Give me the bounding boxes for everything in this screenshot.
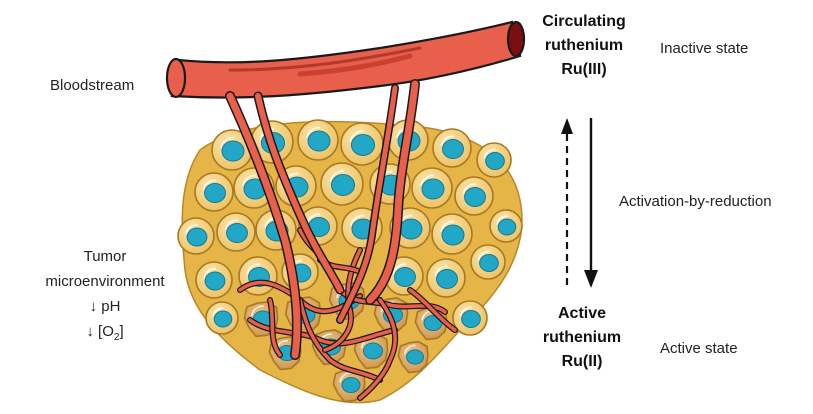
tumor-cell (453, 301, 487, 335)
tumor-cell (321, 163, 363, 205)
blood-vessel (167, 22, 524, 98)
tumor-line-2: microenvironment (30, 269, 180, 294)
active-line-1: Active (527, 302, 637, 326)
circulating-line-3: Ru(III) (519, 58, 649, 82)
tumor-microenvironment-label: Tumor microenvironment ↓ pH ↓ [O2] (30, 244, 180, 350)
tumor-cell (341, 123, 383, 165)
tumor-cell (412, 168, 452, 208)
tumor-cell (477, 143, 511, 177)
tumor-cell (433, 129, 471, 167)
tumor-cell (432, 214, 472, 254)
ph-line: ↓ pH (30, 294, 180, 319)
tumor-cell (178, 218, 214, 254)
tumor-cell (490, 210, 522, 242)
active-ruthenium-label: Active ruthenium Ru(II) (527, 302, 637, 374)
active-state-label: Active state (660, 341, 738, 356)
active-line-2: ruthenium (527, 326, 637, 350)
tumor-cell (455, 177, 493, 215)
tumor-cell (196, 262, 232, 298)
ph-text: pH (101, 298, 120, 315)
circulating-line-1: Circulating (519, 10, 649, 34)
dashed-arrow-head-up (561, 118, 573, 134)
tumor-cell (206, 302, 238, 334)
circulating-ruthenium-label: Circulating ruthenium Ru(III) (519, 10, 649, 82)
solid-arrow-head-down (584, 270, 598, 288)
oxygen-line: ↓ [O2] (30, 319, 180, 350)
tumor-cell (298, 120, 338, 160)
bloodstream-label: Bloodstream (50, 78, 134, 93)
inactive-state-label: Inactive state (660, 41, 748, 56)
active-line-3: Ru(II) (527, 350, 637, 374)
tumor-line-1: Tumor (30, 244, 180, 269)
tumor-cell (217, 213, 255, 251)
oxygen-close: ] (119, 323, 123, 340)
oxygen-open: [O (98, 323, 114, 340)
tumor-cell (195, 173, 233, 211)
tumor-cell (427, 259, 465, 297)
oxygen-down-arrow-icon: ↓ (86, 323, 94, 340)
activation-by-reduction-label: Activation-by-reduction (619, 194, 772, 209)
circulating-line-2: ruthenium (519, 34, 649, 58)
tumor-cell (471, 245, 505, 279)
ph-down-arrow-icon: ↓ (90, 298, 98, 315)
activation-arrows (561, 118, 598, 288)
